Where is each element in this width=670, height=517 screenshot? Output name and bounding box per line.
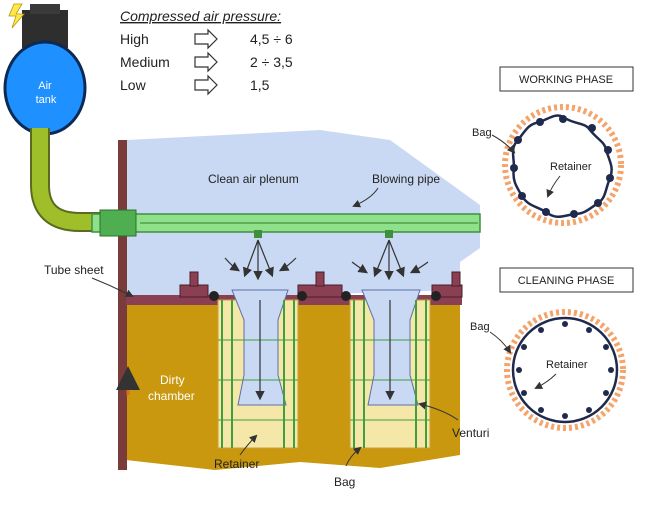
bag-label: Bag: [334, 475, 355, 489]
clean-air-plenum-label: Clean air plenum: [208, 172, 299, 186]
pressure-medium-label: Medium: [120, 54, 170, 70]
tube-sheet-label: Tube sheet: [44, 263, 104, 277]
air-jet-right: [351, 239, 429, 281]
working-phase-bag: [502, 104, 624, 226]
cleaning-phase-bag: [504, 309, 626, 431]
bag-right: [349, 289, 431, 449]
tank-label-line1: Air: [38, 80, 52, 92]
working-phase-box: [499, 66, 634, 92]
retainer-label: Retainer: [214, 457, 259, 471]
dirty-chamber-label-line1: Dirty: [160, 373, 185, 387]
pressure-medium-value: 2 ÷ 3,5: [250, 54, 293, 70]
working-bag-label: Bag: [472, 127, 492, 139]
air-tank: [3, 3, 87, 136]
pressure-arrows: [194, 28, 218, 96]
air-jet-left: [224, 239, 297, 281]
blowing-pipe-label: Blowing pipe: [372, 172, 440, 186]
working-retainer-label: Retainer: [550, 161, 592, 173]
left-wall: [118, 140, 127, 470]
venturi-label: Venturi: [452, 426, 489, 440]
pressure-low-value: 1,5: [250, 77, 270, 93]
bag-left: [217, 289, 299, 449]
tank-label-line2: tank: [36, 94, 57, 106]
cleaning-phase-box: [499, 267, 634, 293]
pressure-high-label: High: [120, 31, 149, 47]
pressure-high-value: 4,5 ÷ 6: [250, 31, 293, 47]
pressure-low-label: Low: [120, 77, 147, 93]
working-phase-title: WORKING PHASE: [519, 74, 613, 86]
cleaning-phase-title: CLEANING PHASE: [518, 275, 615, 287]
cleaning-bag-label: Bag: [470, 321, 490, 333]
cleaning-retainer-label: Retainer: [546, 359, 588, 371]
clamps: [179, 271, 463, 301]
pressure-title: Compressed air pressure:: [120, 8, 281, 24]
dirty-chamber-label-line2: chamber: [148, 389, 195, 403]
